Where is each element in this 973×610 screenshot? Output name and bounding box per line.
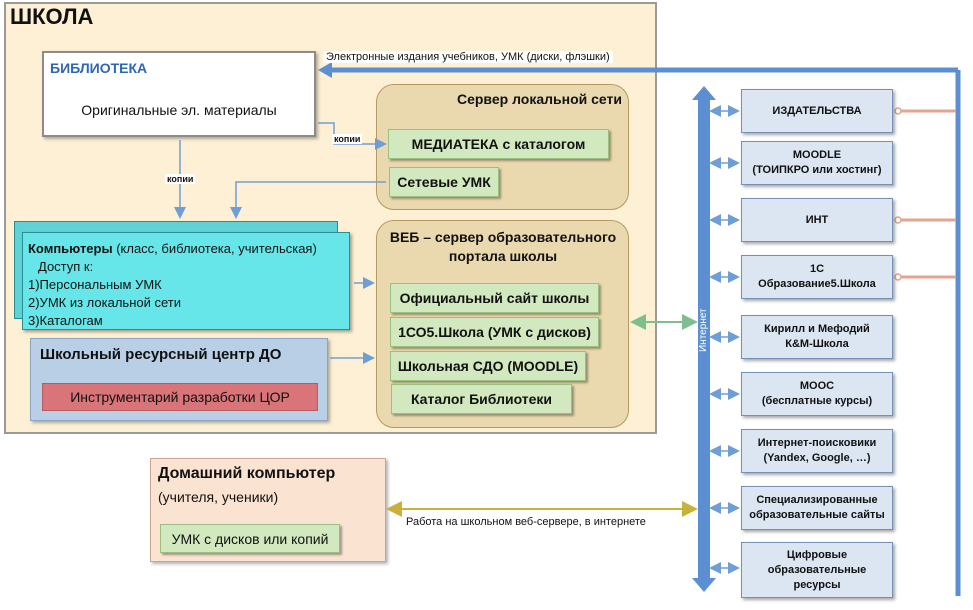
network-umk-box[interactable]: Сетевые УМК — [389, 167, 499, 197]
school-lms-box[interactable]: Школьная СДО (MOODLE) — [390, 351, 586, 381]
home-link-label: Работа на школьном веб-сервере, в интерн… — [406, 516, 646, 528]
home-umk-box[interactable]: УМК с дисков или копий — [160, 524, 340, 553]
computers-title: Компьютеры — [28, 241, 113, 256]
official-site-box[interactable]: Официальный сайт школы — [390, 283, 599, 313]
mediateka-box[interactable]: МЕДИАТЕКА с каталогом — [388, 129, 609, 159]
internet-bus — [692, 86, 716, 592]
computers-text: Компьютеры (класс, библиотека, учительск… — [28, 240, 317, 330]
library-box[interactable] — [42, 51, 316, 137]
network-umk-to-computers-arrow — [230, 181, 386, 219]
computers-access-label: Доступ к: — [38, 259, 94, 274]
computers-title-rest: (класс, библиотека, учительская) — [112, 241, 317, 256]
local-server-title: Сервер локальной сети — [456, 91, 622, 107]
resource-center-title: Школьный ресурсный центр ДО — [40, 346, 282, 363]
library-subtitle: Оригинальные эл. материалы — [81, 102, 277, 118]
home-computer-title: Домашний компьютер — [158, 465, 336, 482]
bus-to-external-arrows — [709, 105, 740, 574]
ext-digital-resources[interactable]: Цифровые образовательные ресурсы — [741, 542, 893, 598]
ext-1c[interactable]: 1С Образование5.Школа — [741, 255, 893, 299]
ext-int[interactable]: ИНТ — [741, 198, 893, 242]
tsor-tool-box[interactable]: Инструментарий разработки ЦОР — [42, 383, 318, 411]
external-to-top-line-connectors — [894, 107, 956, 281]
internet-label: Интернет — [698, 308, 709, 352]
library-to-mediateka-arrow — [318, 122, 387, 150]
copies-label-mediateka: копии — [332, 134, 363, 144]
web-server-title-line1: ВЕБ – сервер образовательного — [389, 229, 617, 245]
school-title: ШКОЛА — [10, 4, 94, 29]
ext-kirill-mefodiy[interactable]: Кирилл и Мефодий К&М-Школа — [741, 315, 893, 359]
ext-specialized-sites[interactable]: Специализированные образовательные сайты — [741, 486, 893, 530]
computers-box[interactable] — [22, 232, 350, 330]
ext-search-engines[interactable]: Интернет-поисковики (Yandex, Google, …) — [741, 429, 893, 473]
1c-school-box[interactable]: 1СО5.Школа (УМК с дисков) — [390, 317, 599, 347]
home-computer-subtitle: (учителя, ученики) — [158, 489, 279, 505]
computers-line-2: 2)УМК из локальной сети — [28, 295, 181, 310]
ext-moodle[interactable]: MOODLE (ТОИПКРО или хостинг) — [741, 141, 893, 185]
top-arrow-label: Электронные издания учебников, УМК (диск… — [323, 51, 613, 63]
top-import-arrow — [318, 62, 961, 596]
library-title: БИБЛИОТЕКА — [50, 60, 148, 76]
computers-line-3: 3)Каталогам — [28, 313, 103, 328]
web-server-title-line2: портала школы — [448, 248, 558, 264]
copies-label-computers: копии — [165, 174, 196, 184]
ext-publishers[interactable]: ИЗДАТЕЛЬСТВА — [741, 89, 893, 133]
computers-line-1: 1)Персональным УМК — [28, 277, 162, 292]
ext-mooc[interactable]: МООС (бесплатные курсы) — [741, 372, 893, 416]
web-server-title: ВЕБ – сервер образовательного портала шк… — [378, 228, 628, 266]
library-catalog-box[interactable]: Каталог Библиотеки — [391, 384, 572, 414]
